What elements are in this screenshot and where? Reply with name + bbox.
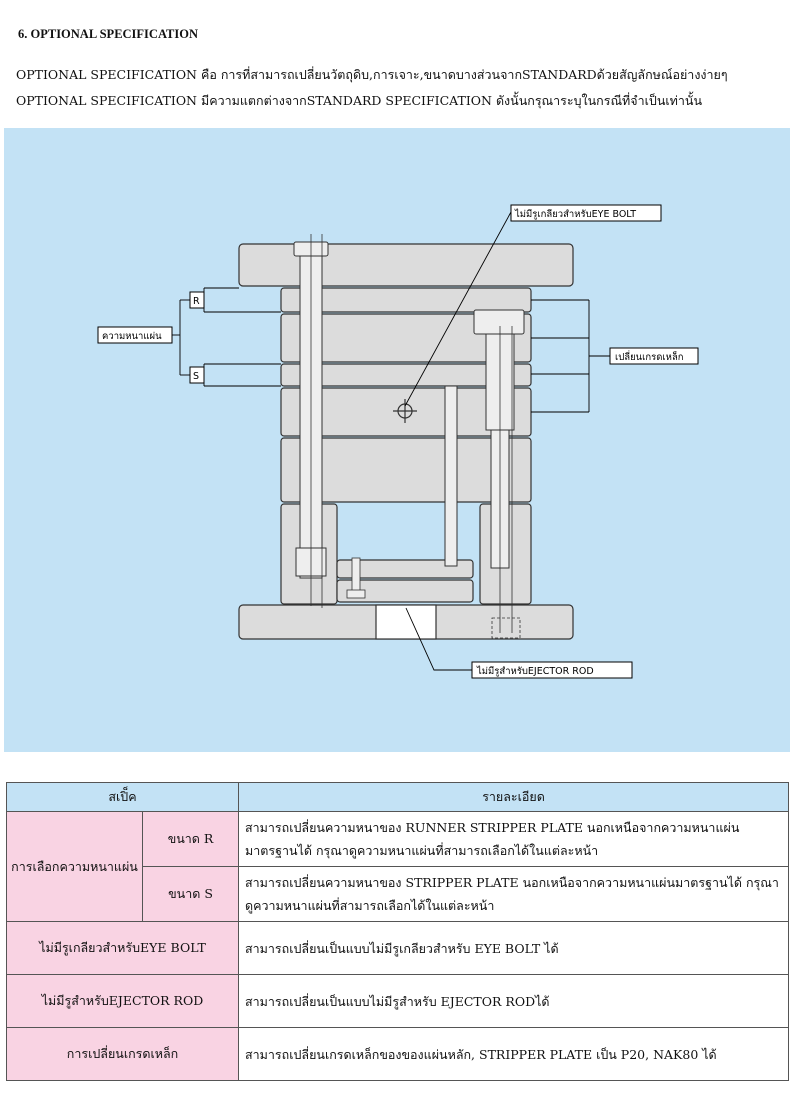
callout-r: R bbox=[193, 296, 200, 307]
spec-table: สเปิ็ค รายละเอียด การเลือกความหนาแผ่น ขน… bbox=[5, 782, 790, 1081]
ejector-retainer-plate bbox=[336, 559, 474, 579]
row-group-thickness: การเลือกความหนาแผ่น bbox=[6, 811, 143, 922]
row-spec-steel: การเปลี่ยนเกรดเหล็ก bbox=[5, 1027, 240, 1081]
row-detail-r: สามารถเปลี่ยนความหนาของ RUNNER STRIPPER … bbox=[238, 811, 790, 867]
top-clamp-plate bbox=[238, 243, 574, 287]
callout-s: S bbox=[193, 371, 199, 382]
table-row: การเปลี่ยนเกรดเหล็ก สามารถเปลี่ยนเกรดเหล… bbox=[5, 1027, 790, 1081]
intro-line-1: OPTIONAL SPECIFICATION คือ การที่สามารถเ… bbox=[16, 67, 728, 82]
row-sub-r: ขนาด R bbox=[141, 811, 240, 867]
table-row: การเลือกความหนาแผ่น ขนาด R สามารถเปลี่ยน… bbox=[6, 811, 790, 922]
header-spec: สเปิ็ค bbox=[5, 782, 240, 812]
table-row: ไม่มีรูสำหรับEJECTOR ROD สามารถเปลี่ยนเป… bbox=[5, 974, 790, 1028]
callout-steel: เปลี่ยนเกรดเหล็ก bbox=[615, 350, 684, 363]
row-spec-eye-bolt: ไม่มีรูเกลียวสำหรับEYE BOLT bbox=[5, 921, 240, 975]
callout-ejector: ไม่มีรูสำหรับEJECTOR ROD bbox=[476, 665, 594, 677]
row-detail-ejector: สามารถเปลี่ยนเป็นแบบไม่มีรูสำหรับ EJECTO… bbox=[238, 974, 790, 1028]
section-heading: 6. OPTIONAL SPECIFICATION bbox=[18, 27, 199, 41]
callout-eye-bolt-box bbox=[510, 204, 662, 222]
ejector-plate bbox=[336, 579, 474, 603]
table-header-row: สเปิ็ค รายละเอียด bbox=[5, 782, 790, 812]
table-row: ขนาด S สามารถเปลี่ยนความหนาของ STRIPPER … bbox=[7, 866, 790, 922]
callout-thickness: ความหนาแผ่น bbox=[102, 331, 162, 342]
callout-thickness-box bbox=[97, 326, 173, 344]
callout-ejector-box bbox=[471, 661, 633, 679]
row-detail-eye-bolt: สามารถเปลี่ยนเป็นแบบไม่มีรูเกลียวสำหรับ … bbox=[238, 921, 790, 975]
support-plate bbox=[280, 437, 532, 503]
mold-base-diagram: ไม่มีรูเกลียวสำหรับEYE BOLT เปลี่ยนเกรดเ… bbox=[4, 128, 790, 752]
intro-line-2: OPTIONAL SPECIFICATION มีความแตกต่างจากS… bbox=[16, 93, 702, 108]
table-row: ไม่มีรูเกลียวสำหรับEYE BOLT สามารถเปลี่ย… bbox=[5, 921, 790, 975]
stripper-plate bbox=[280, 363, 532, 387]
row-spec-ejector: ไม่มีรูสำหรับEJECTOR ROD bbox=[5, 974, 240, 1028]
callout-eye-bolt: ไม่มีรูเกลียวสำหรับEYE BOLT bbox=[514, 208, 636, 220]
eye-bolt-hole-icon bbox=[393, 399, 417, 423]
callout-steel-box bbox=[609, 347, 699, 365]
row-detail-s: สามารถเปลี่ยนความหนาของ STRIPPER PLATE น… bbox=[238, 866, 790, 922]
header-detail: รายละเอียด bbox=[238, 782, 790, 812]
row-sub-s: ขนาด S bbox=[141, 866, 240, 922]
row-detail-steel: สามารถเปลี่ยนเกรดเหล็กของของแผ่นหลัก, ST… bbox=[238, 1027, 790, 1081]
